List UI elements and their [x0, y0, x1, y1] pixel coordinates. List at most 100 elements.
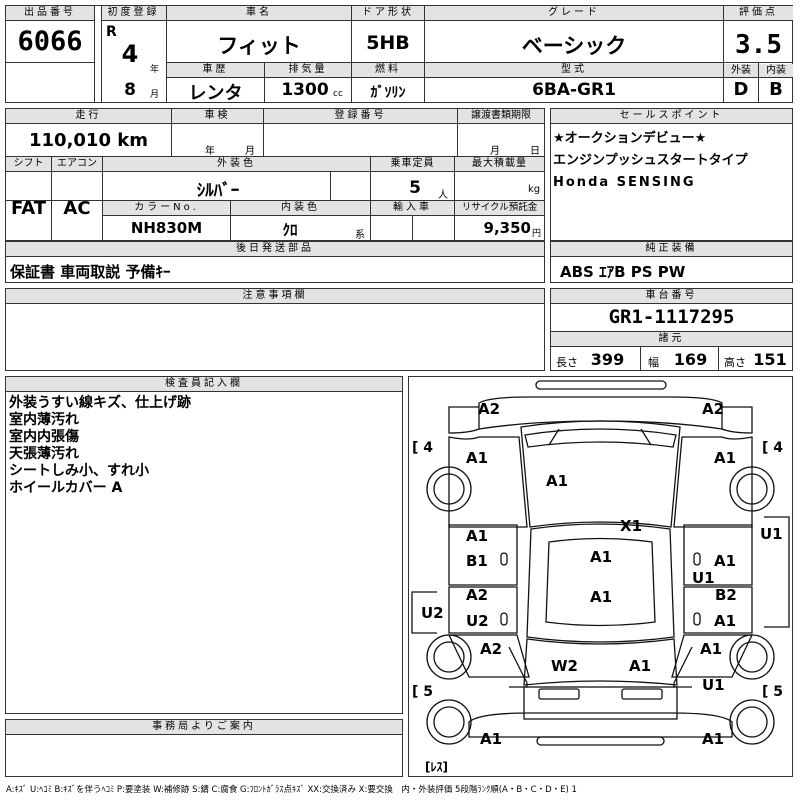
damage-mark: A1	[714, 612, 737, 630]
ext-color: ｼﾙﾊﾞｰ	[196, 181, 240, 201]
grade-label: グレード	[425, 6, 723, 21]
model: 6BA-GR1	[532, 80, 616, 100]
grade: ベーシック	[521, 34, 627, 58]
door-type: 5HB	[366, 32, 410, 54]
left-side-sill	[411, 591, 437, 634]
color-no: NH830M	[130, 219, 203, 237]
sales-point-label: セールスポイント	[551, 109, 792, 124]
exterior-label: 外装	[724, 64, 758, 77]
damage-mark: A1	[629, 657, 652, 675]
recycle-label: リサイクル預託金	[455, 201, 544, 216]
caution-label: 注意事項欄	[6, 289, 544, 304]
tread-rear-right: [ 5	[762, 684, 784, 700]
hood	[520, 420, 681, 528]
left-rear-door	[448, 586, 518, 634]
int-color-unit: 系	[355, 230, 365, 241]
lot-number: 6066	[17, 26, 83, 57]
history-label: 車歴	[167, 63, 264, 78]
right-pillar	[673, 646, 693, 688]
width: 169	[673, 350, 708, 369]
accessories-label: 後日発送部品	[6, 242, 544, 257]
left-pillar	[508, 646, 528, 688]
tailgate	[523, 686, 678, 720]
right-front-door	[683, 524, 753, 586]
damage-mark: U1	[692, 569, 715, 587]
office-label: 事務局よりご案内	[6, 720, 402, 735]
import-label: 輸入車	[371, 201, 454, 216]
damage-mark: A1	[466, 527, 489, 545]
recycle: 9,350	[483, 219, 531, 237]
damage-mark: A2	[466, 586, 489, 604]
sales-point-block	[550, 108, 793, 241]
right-front-fender	[673, 436, 753, 528]
insp-year-unit: 年	[205, 146, 215, 157]
inspector-line: ホイールカバー A	[9, 480, 123, 496]
right-rear-door	[683, 586, 753, 634]
capacity-label: 乗車定員	[371, 157, 454, 172]
chassis-label: 車台番号	[551, 289, 792, 304]
damage-mark: A1	[466, 449, 489, 467]
recycle-unit: 円	[532, 229, 542, 239]
max-load-unit: kg	[528, 184, 541, 195]
damage-mark: A1	[702, 730, 725, 748]
left-front-door	[448, 524, 518, 586]
first-reg-label: 初度登録	[101, 6, 166, 21]
chassis-number: GR1-1117295	[608, 306, 735, 328]
inspector-block	[5, 376, 403, 714]
width-label: 幅	[648, 356, 659, 369]
office-block	[5, 719, 403, 777]
tread-spare: [ﾚｽ]	[425, 760, 448, 774]
door-label: ドア形状	[352, 6, 424, 21]
interior-grade: B	[769, 79, 783, 100]
registration-label: 登録番号	[264, 109, 457, 124]
specs-label: 諸元	[551, 332, 792, 347]
damage-mark: A1	[546, 472, 569, 490]
right-side-sill	[764, 516, 790, 628]
damage-mark: U2	[466, 612, 489, 630]
sales-point-line: エンジンプッシュスタートタイプ	[553, 153, 748, 168]
int-color-label: 内装色	[231, 201, 370, 216]
length: 399	[590, 350, 625, 369]
length-label: 長さ	[556, 356, 578, 369]
interior-label: 内装	[759, 64, 793, 77]
equipment-text: ABS ｴｱB PS PW	[560, 263, 686, 281]
insp-month-unit: 月	[245, 146, 255, 157]
roof-inner	[545, 537, 656, 627]
damage-mark: B1	[466, 552, 488, 570]
ext-color-label: 外装色	[103, 157, 370, 172]
car-diagram-block	[408, 376, 793, 777]
inspector-line: 天張薄汚れ	[9, 446, 79, 462]
inspector-notes: 外装うすい線キズ、仕上げ跡 室内薄汚れ 室内内張傷 天張薄汚れ シートしみ小、す…	[9, 395, 191, 497]
fuel-label: 燃料	[352, 63, 424, 78]
reg-month: 8	[124, 80, 136, 100]
history: レンタ	[188, 83, 243, 104]
displacement-label: 排気量	[265, 63, 351, 78]
equipment-block	[550, 241, 793, 283]
transfer-month-unit: 月	[490, 146, 500, 157]
score: 3.5	[735, 30, 782, 60]
reg-year: 4	[121, 40, 139, 68]
transfer-day-unit: 日	[530, 146, 540, 157]
legend: A:ｷｽﾞ U:ﾍｺﾐ B:ｷｽﾞを伴うﾍｺﾐ P:要塗装 W:補修跡 S:錆 …	[6, 785, 577, 795]
caution-block	[5, 288, 545, 371]
mileage: 110,010 km	[29, 130, 148, 151]
header-block	[5, 5, 793, 103]
inspector-line: 室内薄汚れ	[9, 412, 79, 428]
accessories-block	[5, 241, 545, 283]
rear-window	[523, 638, 678, 686]
inspector-line: 室内内張傷	[9, 429, 79, 445]
sales-point-line: ★オークションデビュー★	[553, 131, 707, 146]
displacement: 1300	[281, 80, 329, 100]
color-no-label: カラーNo.	[103, 201, 230, 216]
damage-mark: A2	[478, 400, 501, 418]
damage-mark: U2	[421, 604, 444, 622]
capacity-unit: 人	[438, 190, 448, 201]
damage-mark: U1	[702, 676, 725, 694]
inspector-label: 検査員記入欄	[6, 377, 402, 392]
fuel: ｶﾞｿﾘﾝ	[370, 85, 406, 101]
car-name-label: 車名	[167, 6, 351, 21]
front-bumper	[535, 380, 667, 390]
ac: AC	[63, 198, 91, 219]
accessories-text: 保証書 車両取説 予備ｷｰ	[10, 263, 171, 281]
sales-point-text: ★オークションデビュー★ エンジンプッシュスタートタイプ Honda SENSI…	[553, 128, 748, 194]
